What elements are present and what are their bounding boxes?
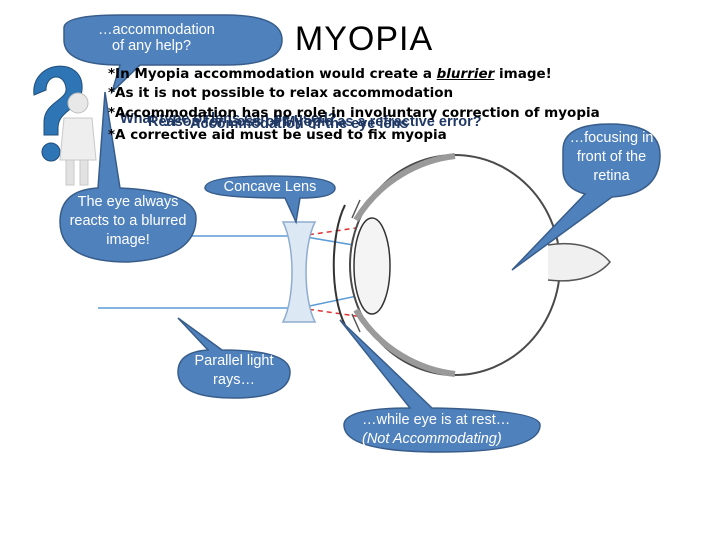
callout-line: of any help? bbox=[112, 38, 192, 54]
question-person-icon bbox=[33, 65, 97, 186]
callout-line: rays… bbox=[213, 372, 255, 388]
eye-diagram-icon bbox=[332, 153, 611, 377]
bullet-line: *As it is not possible to relax accommod… bbox=[108, 85, 453, 101]
bullet-text: image! bbox=[494, 66, 552, 82]
bullet-line: *A corrective aid must be used to fix my… bbox=[108, 127, 447, 143]
bullet-text: *As it is not possible to relax accommod… bbox=[108, 85, 454, 101]
concave-lens-icon bbox=[281, 221, 317, 323]
callout-concave-lens: Concave Lens bbox=[223, 179, 317, 195]
callout-line: front of the bbox=[576, 149, 647, 165]
callout-accommodation: …accommodation of any help? bbox=[98, 21, 248, 56]
bullet-text: *A corrective aid must be used to fix my… bbox=[108, 127, 447, 143]
callout-bubbles bbox=[59, 14, 661, 453]
callout-line: retina bbox=[593, 168, 630, 184]
callout-parallel-rays: Parallel light rays… bbox=[178, 352, 290, 390]
callout-line: …while eye is at rest… bbox=[362, 412, 511, 428]
callout-line: reacts to a blurred bbox=[69, 213, 187, 229]
bullet-line: *In Myopia accommodation would create a … bbox=[108, 66, 552, 82]
callout-line: The eye always bbox=[77, 194, 179, 210]
callout-line: image! bbox=[106, 232, 150, 248]
overlap-text: What type of lens can be used? bbox=[120, 111, 337, 127]
bullet-text: *Accommodation has no role in involuntar… bbox=[108, 105, 600, 121]
callout-focusing: …focusing in front of the retina bbox=[563, 129, 660, 186]
bullet-emphasis: blurrier bbox=[436, 66, 495, 82]
callout-line: …focusing in bbox=[569, 130, 654, 146]
overlap-text: Reason for Loss of Myopia as a refractiv… bbox=[148, 114, 482, 130]
callout-rest: …while eye is at rest… (Not Accommodatin… bbox=[344, 411, 540, 449]
page-title: MYOPIA bbox=[294, 20, 434, 58]
bullet-line: *Accommodation has no role in involuntar… bbox=[108, 105, 600, 121]
overlap-text: Accommodation of the eye lens bbox=[190, 116, 409, 132]
callout-line: …accommodation bbox=[98, 22, 215, 38]
bullet-text: *In Myopia accommodation would create a bbox=[108, 66, 437, 82]
callout-line: Parallel light bbox=[194, 353, 274, 369]
callout-blurred: The eye always reacts to a blurred image… bbox=[60, 193, 196, 250]
callout-line: (Not Accommodating) bbox=[362, 431, 502, 447]
